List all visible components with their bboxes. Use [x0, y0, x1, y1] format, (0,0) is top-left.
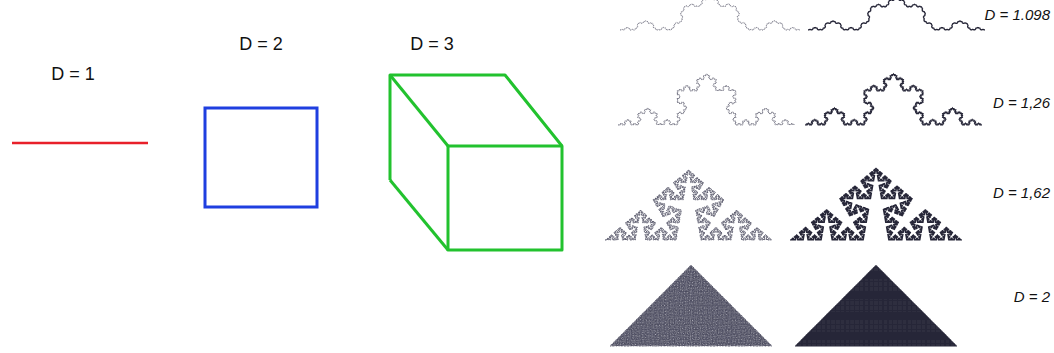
dimension-label: D = 1 — [51, 65, 95, 85]
cube-edge — [390, 180, 448, 250]
fractal-curve — [620, 0, 800, 30]
dimension-label: D = 1,62 — [993, 185, 1050, 202]
blue-square — [205, 108, 317, 207]
dimension-label: D = 1,26 — [993, 95, 1050, 112]
fractal-curve — [795, 265, 957, 346]
cube-edge — [390, 75, 448, 146]
dimension-label: D = 3 — [410, 35, 454, 55]
fractal-curve — [790, 168, 962, 240]
green-cube — [390, 75, 562, 250]
red-line — [12, 142, 148, 145]
dimension-label: D = 1.098 — [985, 7, 1050, 24]
cube-top-edges — [390, 75, 562, 180]
fractal-curve — [610, 265, 772, 346]
fractal-curve — [605, 170, 772, 240]
fractal-curve — [808, 0, 985, 30]
dimension-label: D = 2 — [239, 35, 283, 55]
fractal-curves — [605, 0, 985, 346]
fractal-curve — [805, 74, 982, 125]
cube-front-face — [448, 146, 562, 250]
dimension-label: D = 2 — [1014, 289, 1050, 306]
fractal-curve — [618, 74, 795, 125]
